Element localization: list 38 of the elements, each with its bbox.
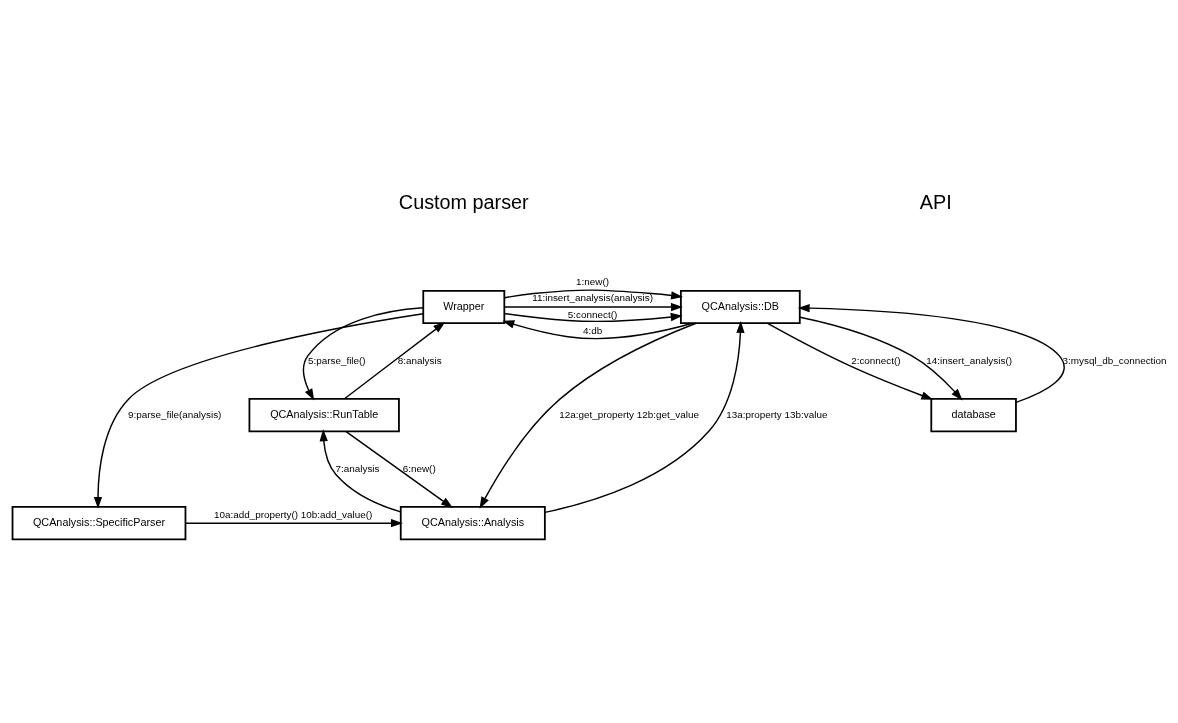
edge-label: 5:connect() bbox=[567, 308, 618, 320]
arrow bbox=[302, 307, 424, 401]
edge-label: 6:new() bbox=[402, 462, 436, 474]
arrow bbox=[479, 322, 697, 509]
arrow bbox=[502, 320, 694, 340]
edge-label: 2:connect() bbox=[851, 354, 901, 366]
edge-label: 10a:add_property() 10b:add_value() bbox=[213, 508, 373, 520]
arrow bbox=[503, 289, 683, 300]
label: Custom parser bbox=[398, 191, 529, 214]
arrow bbox=[766, 322, 934, 400]
edge-label: 7:analysis bbox=[335, 462, 380, 474]
arrow bbox=[799, 316, 963, 401]
edge-label: 9:parse_file(analysis) bbox=[127, 408, 222, 420]
arrow bbox=[343, 322, 446, 400]
node-box: QCAnalysis::DB bbox=[680, 289, 801, 325]
arrow bbox=[503, 302, 683, 312]
arrow bbox=[503, 312, 683, 323]
arrow bbox=[797, 303, 1065, 404]
node-box: Wrapper bbox=[422, 289, 506, 325]
arrow bbox=[319, 429, 402, 513]
node-box: database bbox=[930, 398, 1017, 433]
edge-label: 8:analysis bbox=[397, 354, 442, 366]
edge-label: 4:db bbox=[582, 324, 603, 336]
node-box: QCAnalysis::SpecificParser bbox=[11, 506, 187, 541]
edge-label: 11:insert_analysis(analysis) bbox=[532, 292, 653, 304]
edge-label: 5:parse_file() bbox=[307, 354, 366, 366]
node-box: QCAnalysis::RunTable bbox=[248, 398, 400, 433]
edge-label: 14:insert_analysis() bbox=[926, 354, 1012, 366]
edge-label: 1:new() bbox=[576, 276, 610, 288]
edge-label: 13a:property 13b:value bbox=[726, 408, 828, 420]
arrow bbox=[93, 313, 424, 509]
edge-label: 3:mysql_db_connection bbox=[1062, 354, 1167, 366]
edge-label: 12a:get_property 12b:get_value bbox=[559, 408, 699, 420]
arrow bbox=[184, 519, 403, 528]
arrow bbox=[345, 430, 453, 509]
label: API bbox=[919, 191, 952, 214]
node-box: QCAnalysis::Analysis bbox=[399, 506, 546, 541]
arrow bbox=[544, 321, 745, 514]
